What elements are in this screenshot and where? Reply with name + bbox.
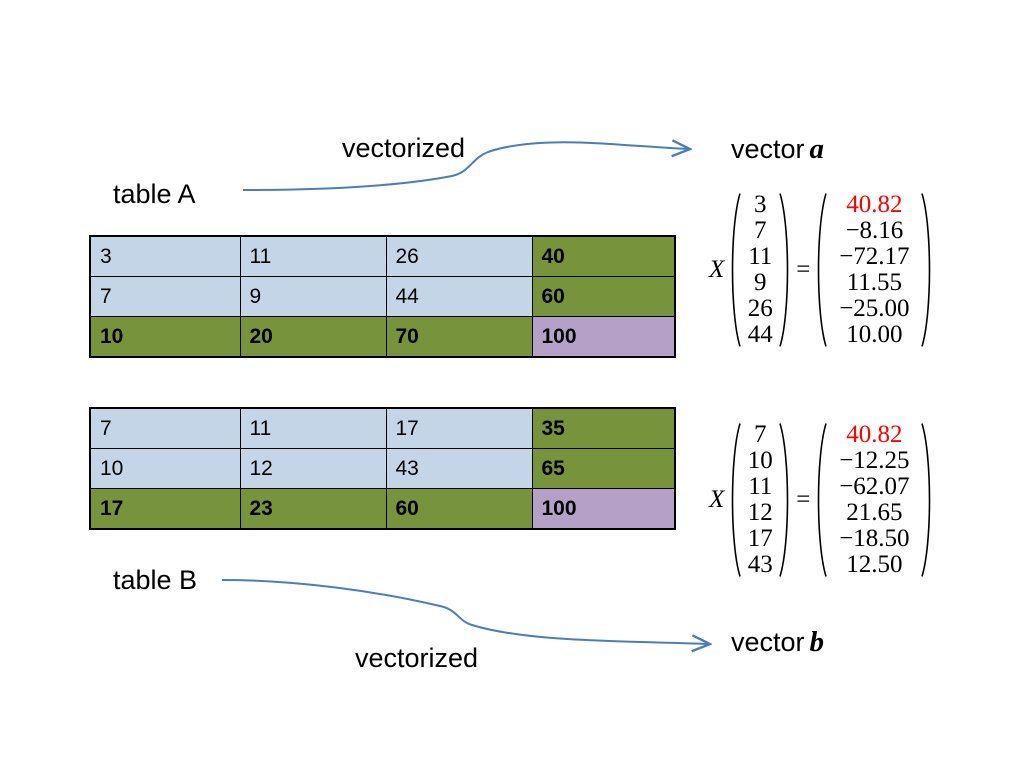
vector-entry: −72.17 xyxy=(839,243,910,270)
table-cell: 17 xyxy=(385,407,533,449)
vector-b-symbol: b xyxy=(809,626,825,658)
vector-entry: 21.65 xyxy=(846,499,903,526)
vector-entry: 40.82 xyxy=(846,191,903,218)
vector-entry: 40.82 xyxy=(846,421,903,448)
table-cell: 100 xyxy=(531,316,676,358)
vector-entry: −25.00 xyxy=(839,295,910,322)
label-table-a: table A xyxy=(113,179,196,209)
vector-entry: −18.50 xyxy=(839,525,910,552)
table-cell: 7 xyxy=(89,276,241,317)
table-cell: 70 xyxy=(385,316,533,358)
vector-entry: 12.50 xyxy=(846,551,903,578)
vector-entry: 26 xyxy=(747,295,773,322)
vector-entry: 11 xyxy=(748,473,773,500)
table-cell: 35 xyxy=(531,407,676,449)
table-cell: 3 xyxy=(89,235,241,277)
table-cell: 100 xyxy=(531,488,676,530)
vector-entry: 3 xyxy=(754,191,767,218)
vector-b-word: vector xyxy=(731,627,805,657)
equation-a-operator: X xyxy=(709,256,725,283)
left-paren-open-icon xyxy=(727,422,741,578)
vector-entry: −8.16 xyxy=(845,217,904,244)
table-cell: 11 xyxy=(239,407,387,449)
equation-a-equals: = xyxy=(796,256,811,283)
table-cell: 10 xyxy=(89,316,241,358)
vector-entry: −12.25 xyxy=(839,447,910,474)
table-cell: 17 xyxy=(89,488,241,530)
vector-entry: 44 xyxy=(747,321,773,348)
table-cell: 9 xyxy=(239,276,387,317)
right-paren-open-icon xyxy=(813,192,827,348)
vector-entry: 7 xyxy=(754,421,767,448)
left-paren-close-icon xyxy=(779,422,793,578)
arrow-table-a-to-vector-a xyxy=(242,142,688,191)
table-cell: 20 xyxy=(239,316,387,358)
vector-entry: 11 xyxy=(748,243,773,270)
vector-entry: 12 xyxy=(747,499,773,526)
table-cell: 11 xyxy=(239,235,387,277)
equation-b-equals: = xyxy=(796,486,811,513)
table-cell: 26 xyxy=(385,235,533,277)
label-vectorized-bottom: vectorized xyxy=(355,643,479,673)
left-paren-close-icon xyxy=(779,192,793,348)
equation-b-operator: X xyxy=(709,486,725,513)
table-cell: 60 xyxy=(385,488,533,530)
table-cell: 44 xyxy=(385,276,533,317)
right-paren-open-icon xyxy=(813,422,827,578)
label-vectorized-top: vectorized xyxy=(342,133,466,163)
vector-entry: 43 xyxy=(747,551,773,578)
left-paren-open-icon xyxy=(727,192,741,348)
vector-entry: 17 xyxy=(747,525,773,552)
right-paren-close-icon xyxy=(921,192,935,348)
vector-entry: 9 xyxy=(754,269,767,296)
right-paren-close-icon xyxy=(921,422,935,578)
table-cell: 7 xyxy=(89,407,241,449)
table-cell: 65 xyxy=(531,448,676,489)
vector-a-symbol: a xyxy=(809,133,825,165)
table-cell: 23 xyxy=(239,488,387,530)
vector-entry: 7 xyxy=(754,217,767,244)
arrow-table-b-to-vector-b xyxy=(221,579,708,644)
vector-a-word: vector xyxy=(731,134,805,164)
table-cell: 40 xyxy=(531,235,676,277)
table-cell: 60 xyxy=(531,276,676,317)
vector-entry: 10.00 xyxy=(846,321,903,348)
table-cell: 12 xyxy=(239,448,387,489)
vector-entry: −62.07 xyxy=(839,473,910,500)
table-cell: 10 xyxy=(89,448,241,489)
label-table-b: table B xyxy=(113,565,198,595)
vector-entry: 11.55 xyxy=(846,269,903,296)
vector-entry: 10 xyxy=(747,447,773,474)
table-cell: 43 xyxy=(385,448,533,489)
